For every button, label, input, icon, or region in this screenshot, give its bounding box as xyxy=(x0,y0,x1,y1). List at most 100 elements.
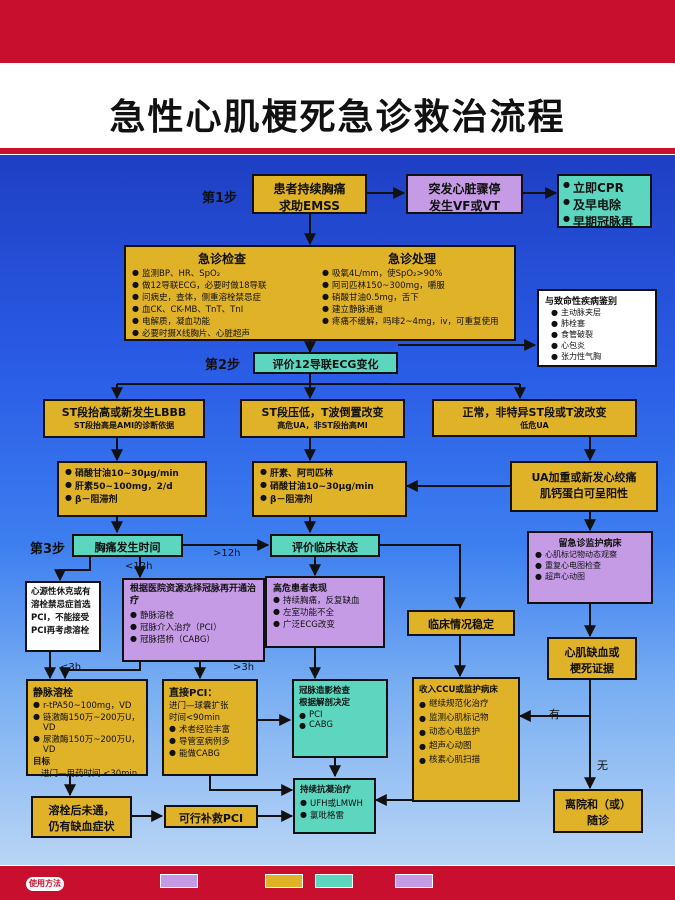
ccu-item: 监测心肌标记物 xyxy=(419,711,513,726)
anticoagulation-box: 持续抗凝治疗 UFH或LMWH 氯吡格雷 xyxy=(293,778,376,834)
b8-line1: ST段压低，T波倒置改变 xyxy=(261,406,384,419)
label-lt12h: <12h xyxy=(125,561,153,572)
treatment-item: 阿司匹林150~300mg，嚼服 xyxy=(322,279,502,291)
reperfusion-choice-box: 根据医院资源选择冠脉再开通治疗 静脉溶栓 冠脉介入治疗（PCI） 冠脉搭桥（CA… xyxy=(122,578,265,662)
high-risk-item: 左室功能不全 xyxy=(273,606,377,618)
ischemia-evidence-box: 心肌缺血或 梗死证据 xyxy=(547,637,637,680)
drug-item: 肝素、阿司匹林 xyxy=(260,466,399,479)
treatment-item: 吸氧4L/mm，使SpO₂>90% xyxy=(322,267,502,279)
cpr-box: 立即CPR 及早电除 早期冠脉再 xyxy=(557,174,652,230)
monitor-title: 留急诊监护病床 xyxy=(558,539,622,549)
thrombolysis-item: 尿激酶150万~200万U，VD xyxy=(33,733,141,755)
st-elevation-box: ST段抬高或新发生LBBB ST段抬高是AMI的诊断依据 xyxy=(43,399,205,438)
cardiogenic-shock-box: 心源性休克或有溶栓禁忌症首选PCI，不能接受PCI再考虑溶栓 xyxy=(25,581,101,652)
pci-item: 术者经验丰富 xyxy=(169,723,251,735)
exam-item: 做12导联ECG，必要时做18导联 xyxy=(132,279,312,291)
legend-swatch-teal xyxy=(315,874,353,888)
high-risk-title: 高危患者表现 xyxy=(273,584,328,594)
drug-item: β－阻滞剂 xyxy=(65,492,199,505)
differential-item: 主动脉夹层 xyxy=(551,307,649,318)
exam-item: 电解质，凝血功能 xyxy=(132,315,312,327)
angiography-box: 冠脉造影检查 根据解剖决定 PCI CABG xyxy=(292,679,388,758)
label-lt3h: <3h xyxy=(60,662,82,673)
iv-thrombolysis-box: 静脉溶栓 r-tPA50~100mg，VD 链激酶150万~200万U，VD 尿… xyxy=(26,679,148,779)
chest-pain-onset-box: 胸痛发生时间 xyxy=(72,534,183,557)
page-title: 急性心肌梗死急诊救治流程 xyxy=(109,97,566,138)
ccu-title: 收入CCU或监护病床 xyxy=(419,685,498,695)
legend-swatch-purple-2 xyxy=(395,874,433,888)
reperfusion-item: 冠脉搭桥（CABG） xyxy=(130,633,257,645)
thrombolysis-time: 进门—用药时间 <30min xyxy=(41,769,138,779)
clinical-stable-box: 临床情况稳定 xyxy=(407,610,515,636)
b26-line1: 溶栓后未通， xyxy=(48,804,115,817)
emergency-monitor-box: 留急诊监护病床 心肌标记物动态观察 重复心电图检查 超声心动图 xyxy=(527,531,653,604)
monitor-item: 超声心动图 xyxy=(535,571,645,582)
reperfusion-item: 冠脉介入治疗（PCI） xyxy=(130,621,257,633)
ccu-item: 继续规范化治疗 xyxy=(419,697,513,712)
drug-item: 肝素50~100mg，2/d xyxy=(65,479,199,492)
emergency-exam-treatment-box: 急诊检查 监测BP、HR、SpO₂ 做12导联ECG，必要时做18导联 问病史，… xyxy=(124,245,516,341)
b26-line2: 仍有缺血症状 xyxy=(48,820,115,833)
normal-ecg-box: 正常，非特异ST段或T波改变 低危UA xyxy=(432,399,637,437)
thrombolysis-title: 静脉溶栓 xyxy=(33,688,73,699)
b12-line2: 肌钙蛋白可呈阳性 xyxy=(540,487,628,500)
discharge-box: 离院和（或） 随诊 xyxy=(553,789,643,833)
reperfusion-item: 静脉溶栓 xyxy=(130,609,257,621)
drug-item: 硝酸甘油10~30μg/min xyxy=(260,479,399,492)
b25-line2: 随诊 xyxy=(587,814,609,827)
persistent-chest-pain-box: 患者持续胸痛 求助EMSS xyxy=(252,174,367,214)
b1-line2: 求助EMSS xyxy=(279,199,340,213)
legend-swatch-gold xyxy=(265,874,303,888)
drug-item: β－阻滞剂 xyxy=(260,492,399,505)
exam-item: 监测BP、HR、SpO₂ xyxy=(132,267,312,279)
pci-item: 导管室病例多 xyxy=(169,735,251,747)
differential-item: 肺栓塞 xyxy=(551,318,649,329)
direct-pci-box: 直接PCI： 进门—球囊扩张 时间<90min 术者经验丰富 导管室病例多 能做… xyxy=(162,679,258,776)
treatment-heading: 急诊处理 xyxy=(387,252,436,266)
b1-line1: 患者持续胸痛 xyxy=(273,182,346,196)
angio-sub: 根据解剖决定 xyxy=(299,698,351,708)
usage-badge: 使用方法 xyxy=(26,877,64,891)
thrombolysis-item: r-tPA50~100mg，VD xyxy=(33,699,141,711)
thrombolysis-goal: 目标 xyxy=(33,757,51,767)
differential-title: 与致命性疾病鉴别 xyxy=(545,297,618,307)
high-risk-box: 高危患者表现 持续胸痛，反复缺血 左室功能不全 广泛ECG改变 xyxy=(265,576,385,648)
anticoag-item: UFH或LMWH xyxy=(300,797,369,809)
exam-item: 问病史，查体，侧重溶栓禁忌症 xyxy=(132,291,312,303)
reperfusion-title: 根据医院资源选择冠脉再开通治疗 xyxy=(130,584,257,606)
failed-thrombolysis-box: 溶栓后未通， 仍有缺血症状 xyxy=(31,796,132,838)
top-banner xyxy=(0,0,675,63)
step-2-label: 第2步 xyxy=(205,358,241,373)
b7-line2: ST段抬高是AMI的诊断依据 xyxy=(73,421,175,430)
b9-line1: 正常，非特异ST段或T波改变 xyxy=(462,406,607,419)
differential-item: 食管破裂 xyxy=(551,329,649,340)
angio-title: 冠脉造影检查 xyxy=(299,686,351,696)
anticoag-title: 持续抗凝治疗 xyxy=(300,785,352,795)
title-underline xyxy=(0,148,675,154)
b2-line1: 突发心脏骤停 xyxy=(428,182,501,196)
ccu-item: 动态心电监护 xyxy=(419,725,513,740)
b20-line1: 心肌缺血或 xyxy=(564,646,620,659)
b20-line2: 梗死证据 xyxy=(570,662,614,675)
b12-line1: UA加重或新发心绞痛 xyxy=(531,471,637,484)
exam-item: 必要时摄X线胸片、心脏超声 xyxy=(132,327,312,339)
ccu-admission-box: 收入CCU或监护病床 继续规范化治疗 监测心肌标记物 动态心电监护 超声心动图 … xyxy=(412,677,520,802)
label-gt3h: >3h xyxy=(233,662,255,673)
cpr-item: 早期冠脉再 xyxy=(563,213,646,230)
b2-line2: 发生VF或VT xyxy=(429,199,500,213)
evaluate-ecg-box: 评价12导联ECG变化 xyxy=(253,352,398,374)
treatment-item: 建立静脉通道 xyxy=(322,303,502,315)
ccu-item: 核素心肌扫描 xyxy=(419,753,513,768)
high-risk-item: 广泛ECG改变 xyxy=(273,618,377,630)
label-gt12h: >12h xyxy=(213,548,241,559)
st-elevation-drugs-box: 硝酸甘油10~30μg/min 肝素50~100mg，2/d β－阻滞剂 xyxy=(57,461,207,517)
monitor-item: 重复心电图检查 xyxy=(535,560,645,571)
cardiac-arrest-box: 突发心脏骤停 发生VF或VT xyxy=(406,174,523,214)
ccu-item: 超声心动图 xyxy=(419,739,513,754)
st-depression-box: ST段压低，T波倒置改变 高危UA，非ST段抬高MI xyxy=(240,399,405,438)
cpr-item: 及早电除 xyxy=(563,196,646,213)
ua-worsening-box: UA加重或新发心绞痛 肌钙蛋白可呈阳性 xyxy=(510,461,658,512)
cpr-item: 立即CPR xyxy=(563,179,646,196)
treatment-item: 疼痛不缓解，吗啡2~4mg，iv，可重复使用 xyxy=(322,315,502,327)
